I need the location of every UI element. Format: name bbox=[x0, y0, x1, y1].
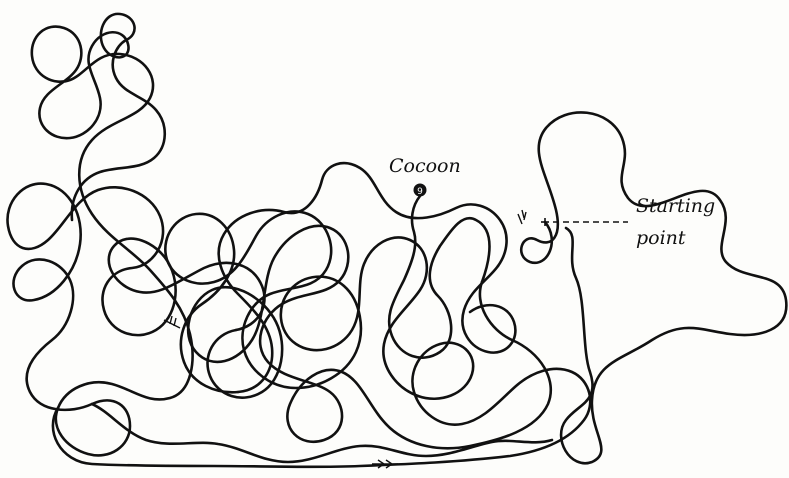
wander-path-segment-north bbox=[217, 161, 508, 394]
wander-path-segment-bottom bbox=[90, 402, 554, 464]
wander-path-segment-right-loop bbox=[519, 111, 788, 465]
wander-path-segment-center bbox=[164, 210, 429, 398]
cocoon-marker: 9 bbox=[413, 183, 427, 197]
starting-point-marker bbox=[541, 218, 628, 226]
direction-arrow-icon bbox=[163, 209, 527, 469]
wander-path-segment-west bbox=[6, 182, 266, 457]
starting-point-label-line1: Starting bbox=[636, 195, 715, 217]
wander-path-segment-east bbox=[461, 264, 517, 354]
wander-path-segment-cocoon bbox=[387, 194, 491, 359]
wander-path-segment-northwest bbox=[30, 12, 194, 410]
cocoon-label: Cocoon bbox=[389, 155, 461, 177]
starting-point-label-line2: point bbox=[636, 227, 686, 249]
wander-path-segment-top-left bbox=[70, 38, 167, 222]
svg-text:9: 9 bbox=[417, 187, 423, 197]
wander-path-segment-south bbox=[51, 341, 592, 469]
